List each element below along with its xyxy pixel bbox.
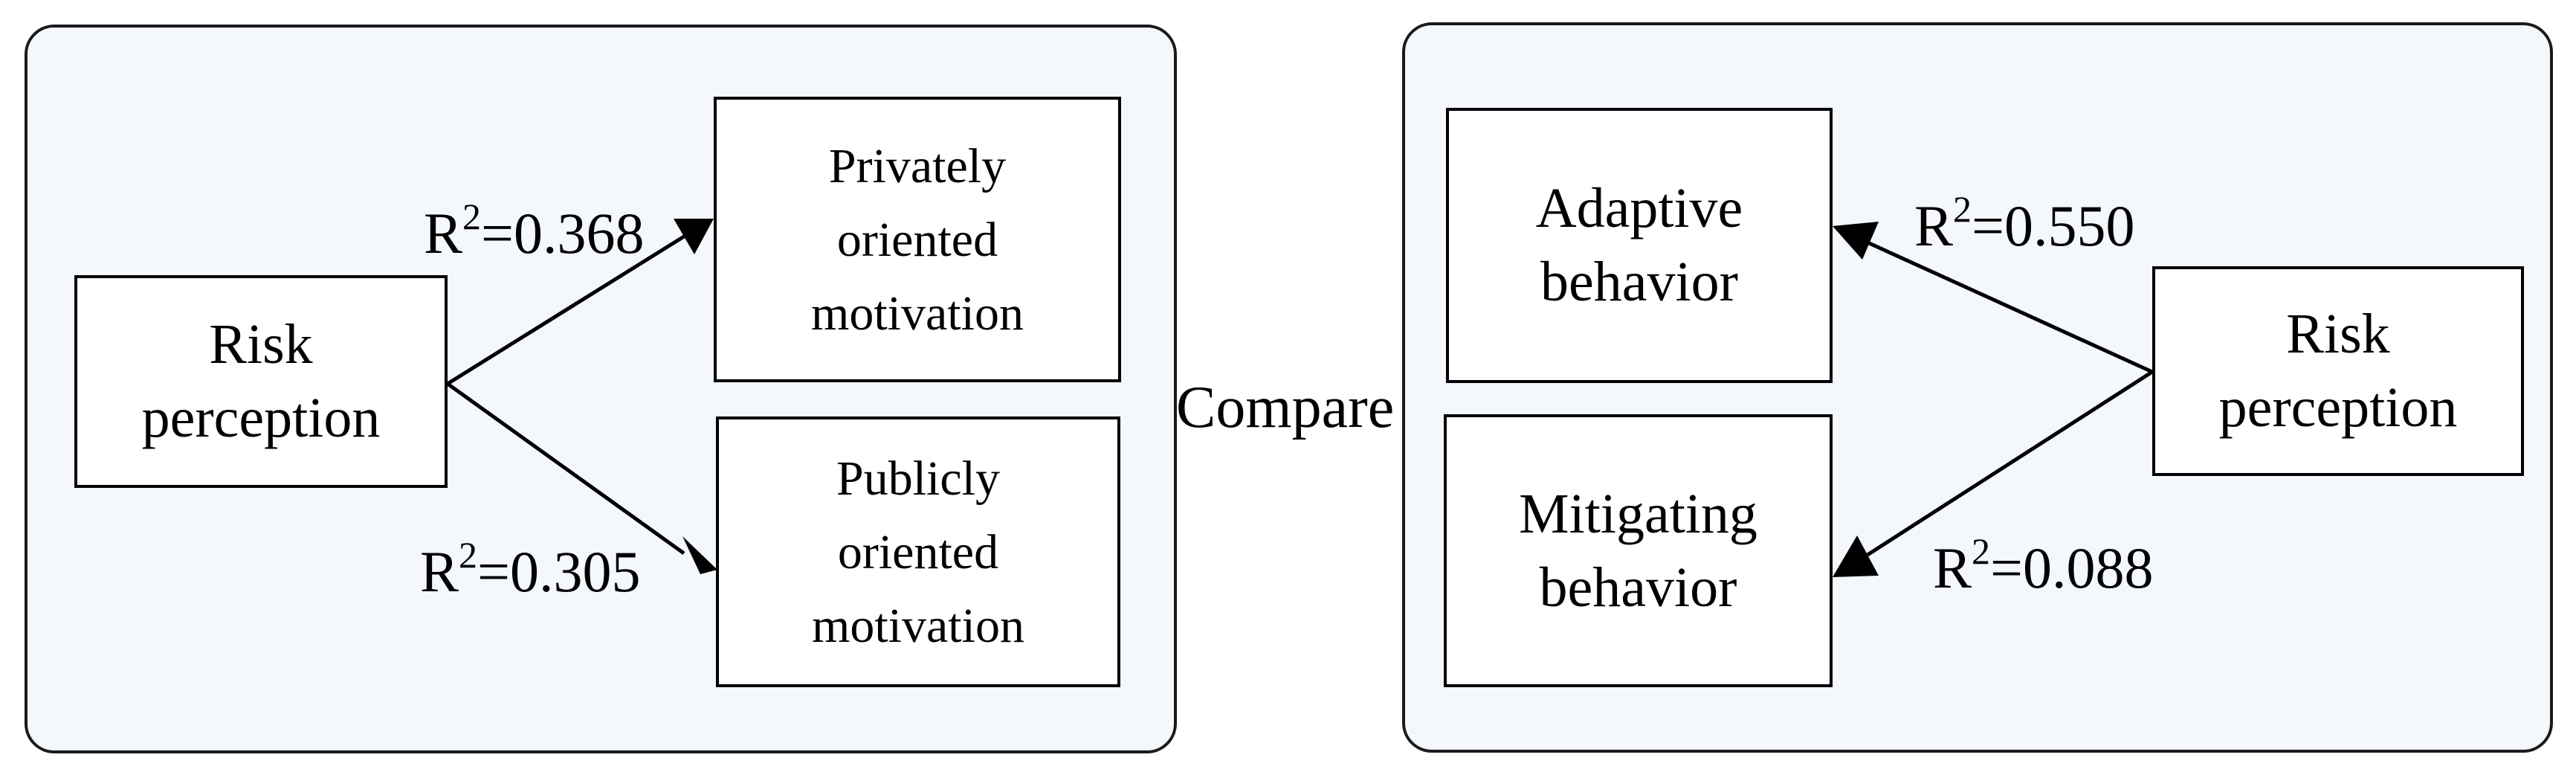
node-privately-oriented-motivation: Privately oriented motivation — [714, 97, 1121, 382]
r2-label-public: R2=0.305 — [420, 536, 641, 601]
node-risk-perception-left: Risk perception — [74, 275, 448, 488]
r2-label-mitigating: R2=0.088 — [1933, 533, 2154, 597]
r2-label-private: R2=0.368 — [424, 198, 645, 263]
r2-prefix: R — [1933, 535, 1972, 600]
r2-value: =0.305 — [477, 539, 641, 604]
node-risk-perception-right: Risk perception — [2152, 266, 2524, 476]
r2-value: =0.550 — [1972, 193, 2135, 258]
arrowhead-private — [674, 219, 714, 254]
r2-prefix: R — [1914, 193, 1954, 258]
arrowhead-mitigating — [1833, 535, 1879, 577]
r2-prefix: R — [420, 539, 459, 604]
arrow-risk-to-adaptive — [1866, 240, 2154, 374]
node-publicly-oriented-motivation: Publicly oriented motivation — [716, 416, 1120, 687]
r2-exponent: 2 — [1972, 530, 1991, 572]
compare-label: Compare — [1176, 375, 1395, 440]
arrow-risk-to-private — [446, 234, 685, 386]
r2-label-adaptive: R2=0.550 — [1914, 190, 2135, 255]
r2-prefix: R — [424, 201, 463, 266]
arrowhead-adaptive — [1833, 222, 1879, 260]
r2-value: =0.088 — [1990, 535, 2154, 600]
arrow-risk-to-public — [446, 382, 685, 556]
r2-value: =0.368 — [481, 201, 645, 266]
r2-exponent: 2 — [1953, 188, 1972, 230]
node-adaptive-behavior: Adaptive behavior — [1446, 108, 1833, 383]
node-mitigating-behavior: Mitigating behavior — [1444, 414, 1833, 687]
r2-exponent: 2 — [459, 534, 478, 576]
arrowhead-public — [682, 536, 717, 574]
r2-exponent: 2 — [462, 196, 482, 237]
arrow-risk-to-mitigating — [1866, 370, 2154, 557]
